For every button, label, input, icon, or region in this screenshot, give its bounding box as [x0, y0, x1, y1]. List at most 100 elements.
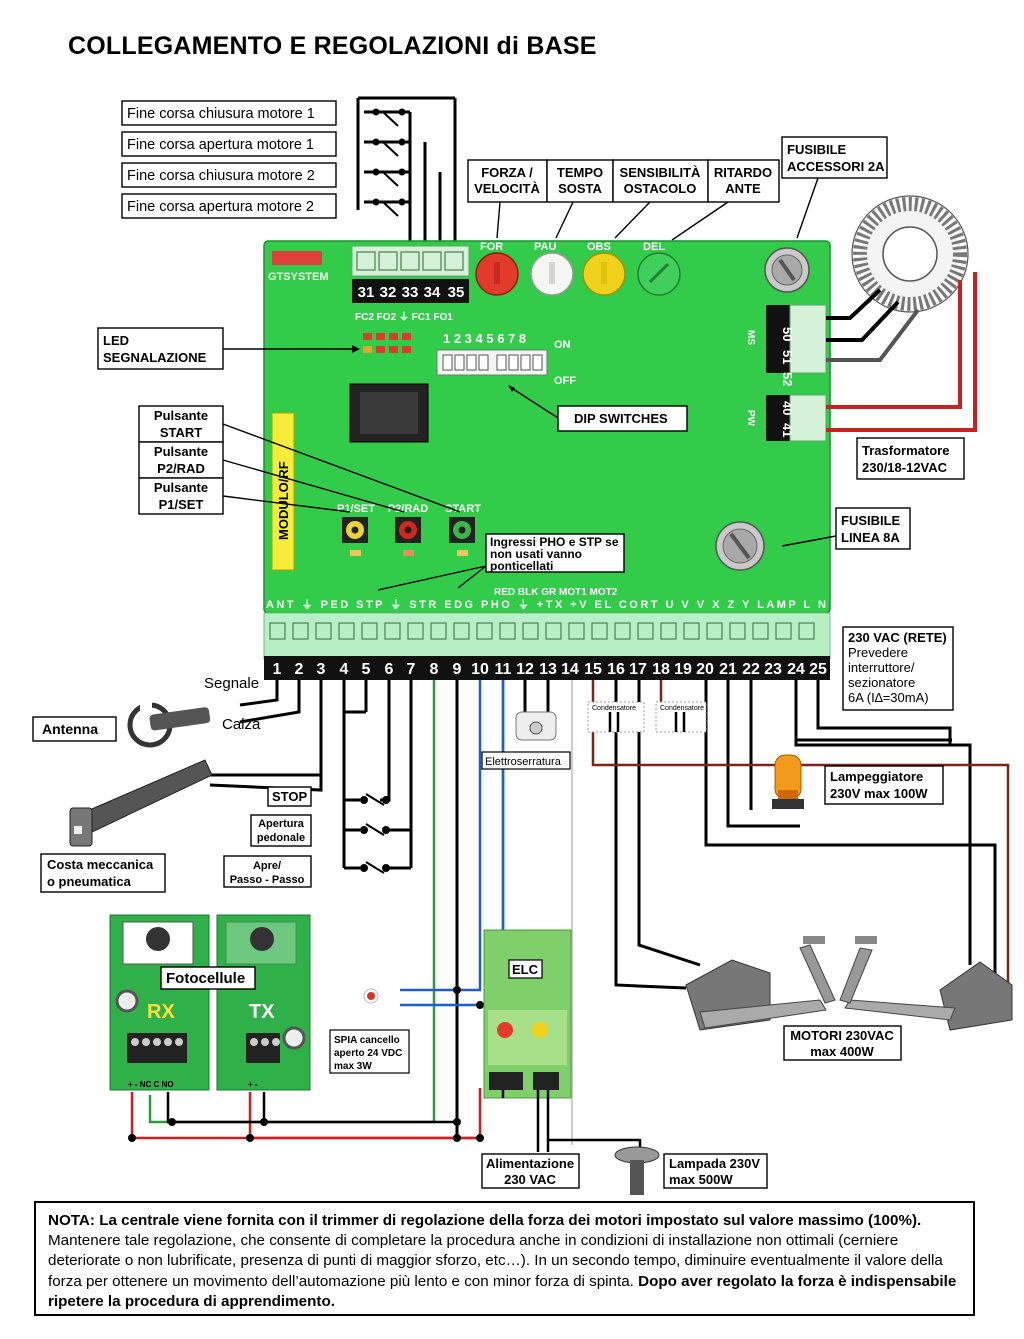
pho-stp-note: Ingressi PHO e STP se non usati vanno po…: [377, 533, 625, 591]
fuse-accessories-line2: ACCESSORI 2A: [787, 159, 885, 174]
capacitor-label: Condensatore: [592, 705, 636, 712]
alimentazione-line2: 230 VAC: [504, 1172, 556, 1187]
top-terminal-caption: FC2 FO2 ⏚ FC1 FO1: [355, 311, 453, 323]
ms-terminal-number: 52: [780, 372, 795, 386]
trimmer-obstacle[interactable]: [582, 252, 626, 296]
terminal-number: 3: [317, 661, 326, 678]
top-terminal-number: 33: [402, 284, 419, 301]
terminal-number: 13: [539, 661, 557, 678]
rete-line5: 6A (I∆=30mA): [848, 690, 929, 705]
trimmer-pause[interactable]: [530, 252, 574, 296]
elc-wiring: [501, 1090, 642, 1152]
terminal-number: 1: [273, 661, 282, 678]
fuse-accessories[interactable]: [764, 247, 810, 293]
terminal-number: 8: [430, 661, 439, 678]
flashing-light-icon: [772, 754, 804, 809]
board-brand: GTSYSTEM: [268, 271, 329, 283]
button-p1-set[interactable]: [342, 517, 368, 556]
control-board: GTSYSTEM 31 32 33 34 35 FC2 FO2 ⏚ FC1 FO…: [263, 240, 831, 660]
capacitor-2: Condensatore: [655, 701, 707, 733]
electric-lock-label: Elettroserratura: [481, 751, 571, 770]
motori-line1: MOTORI 230VAC: [790, 1028, 894, 1043]
terminal-number: 14: [561, 661, 579, 678]
note-final: Dopo aver regolato la forza è indispensa…: [48, 1272, 957, 1310]
trimmer-label-line1: TEMPO: [557, 165, 603, 180]
trimmer-delay[interactable]: [637, 252, 681, 296]
button-start[interactable]: [449, 517, 475, 556]
button-p2-rad[interactable]: [395, 517, 421, 556]
limit-switch-label: Fine corsa apertura motore 1: [127, 137, 314, 153]
terminal-number: 11: [495, 661, 512, 678]
wire-junctions: [128, 986, 484, 1142]
rete-line2: Prevedere: [848, 645, 908, 660]
terminal-number: 9: [453, 661, 462, 678]
rx-label: RX: [147, 1001, 175, 1023]
transformer: [851, 195, 969, 313]
elc-text: ELC: [512, 962, 539, 977]
pw-terminal-number: 41: [780, 423, 795, 437]
dip-switch-block[interactable]: [436, 349, 548, 376]
note-box: NOTA: La centrale viene fornita con il t…: [34, 1201, 975, 1316]
rete-label: 230 VAC (RETE) Prevedere interruttore/ s…: [842, 626, 954, 711]
button-caption: START: [445, 503, 481, 515]
top-terminal-number: 31: [358, 284, 375, 301]
fuse-line[interactable]: [715, 521, 765, 571]
lampada-line1: Lampada 230V: [669, 1156, 760, 1171]
dip-label: DIP SWITCHES: [508, 385, 688, 432]
trimmer-code: FOR: [480, 241, 503, 253]
capacitor-1: Condensatore: [587, 701, 645, 733]
transformer-label-line1: Trasformatore: [862, 443, 949, 458]
photocell-rx: [109, 914, 210, 1091]
note-bold-text: La centrale viene fornita con il trimmer…: [94, 1212, 922, 1229]
dip-on-label: ON: [554, 339, 571, 351]
dip-label-text: DIP SWITCHES: [574, 411, 668, 426]
tx-label: TX: [249, 1001, 275, 1023]
apertura-line2: pedonale: [257, 832, 305, 844]
apre-line2: Passo - Passo: [230, 874, 305, 886]
motor-2-icon: [839, 936, 1013, 1031]
limit-switch-label: Fine corsa apertura motore 2: [127, 199, 314, 215]
elc-module: [483, 929, 572, 1099]
note-text: Mantenere tale regolazione, che consente…: [48, 1232, 943, 1290]
button-label-leaders: [222, 423, 461, 513]
alimentazione-line1: Alimentazione: [486, 1156, 574, 1171]
top-terminal-number: 32: [380, 284, 397, 301]
bottom-terminal-numbers: 1 2 3 4 5 6 7 8 9 10 11 12 13 14 15 16 1…: [273, 661, 827, 678]
trimmer-label-line1: RITARDO: [714, 165, 772, 180]
limit-switch-contacts: [372, 108, 406, 206]
trimmer-arrows: [496, 201, 729, 241]
trimmer-force[interactable]: [475, 252, 519, 296]
fuse-line-label: FUSIBILE LINEA 8A: [781, 507, 911, 550]
motor-1-icon: [685, 936, 836, 1031]
trimmer-label-line2: ANTE: [725, 181, 761, 196]
page-title: COLLEGAMENTO E REGOLAZIONI di BASE: [68, 32, 597, 60]
ms-terminal-number: 50: [780, 327, 795, 341]
led-label: LED SEGNALAZIONE: [97, 327, 360, 370]
transformer-label: Trasformatore 230/18-12VAC: [856, 437, 965, 480]
terminal-number: 5: [362, 661, 371, 678]
spia-label: SPIA cancello aperto 24 VDC max 3W: [329, 1029, 410, 1074]
terminal-number: 6: [385, 661, 394, 678]
dip-off-label: OFF: [554, 375, 576, 387]
lampeggiatore-line2: 230V max 100W: [830, 786, 928, 801]
terminal-number: 15: [584, 661, 602, 678]
stop-label-text: STOP: [272, 789, 307, 804]
terminal-number: 19: [674, 661, 692, 678]
dip-numbers: 1 2 3 4 5 6 7 8: [443, 331, 526, 346]
pw-code: PW: [745, 410, 756, 427]
lampada-label: Lampada 230V max 500W: [663, 1153, 768, 1189]
microcontroller-chip: [349, 383, 429, 443]
calza-label: Calza: [222, 716, 261, 733]
start-label-line1: Pulsante: [154, 408, 208, 423]
terminal-number: 24: [787, 661, 805, 678]
trimmer-code: OBS: [587, 241, 611, 253]
fuse-accessories-label: FUSIBILE ACCESSORI 2A: [781, 136, 888, 239]
led-label-line2: SEGNALAZIONE: [103, 350, 207, 365]
p2rad-label-line1: Pulsante: [154, 444, 208, 459]
lamp-icon: [614, 1146, 660, 1195]
terminal-number: 18: [652, 661, 670, 678]
pw-terminal-number: 40: [780, 401, 795, 415]
elc-label: ELC: [508, 959, 543, 979]
pho-stp-line2: non usati vanno: [490, 547, 582, 561]
